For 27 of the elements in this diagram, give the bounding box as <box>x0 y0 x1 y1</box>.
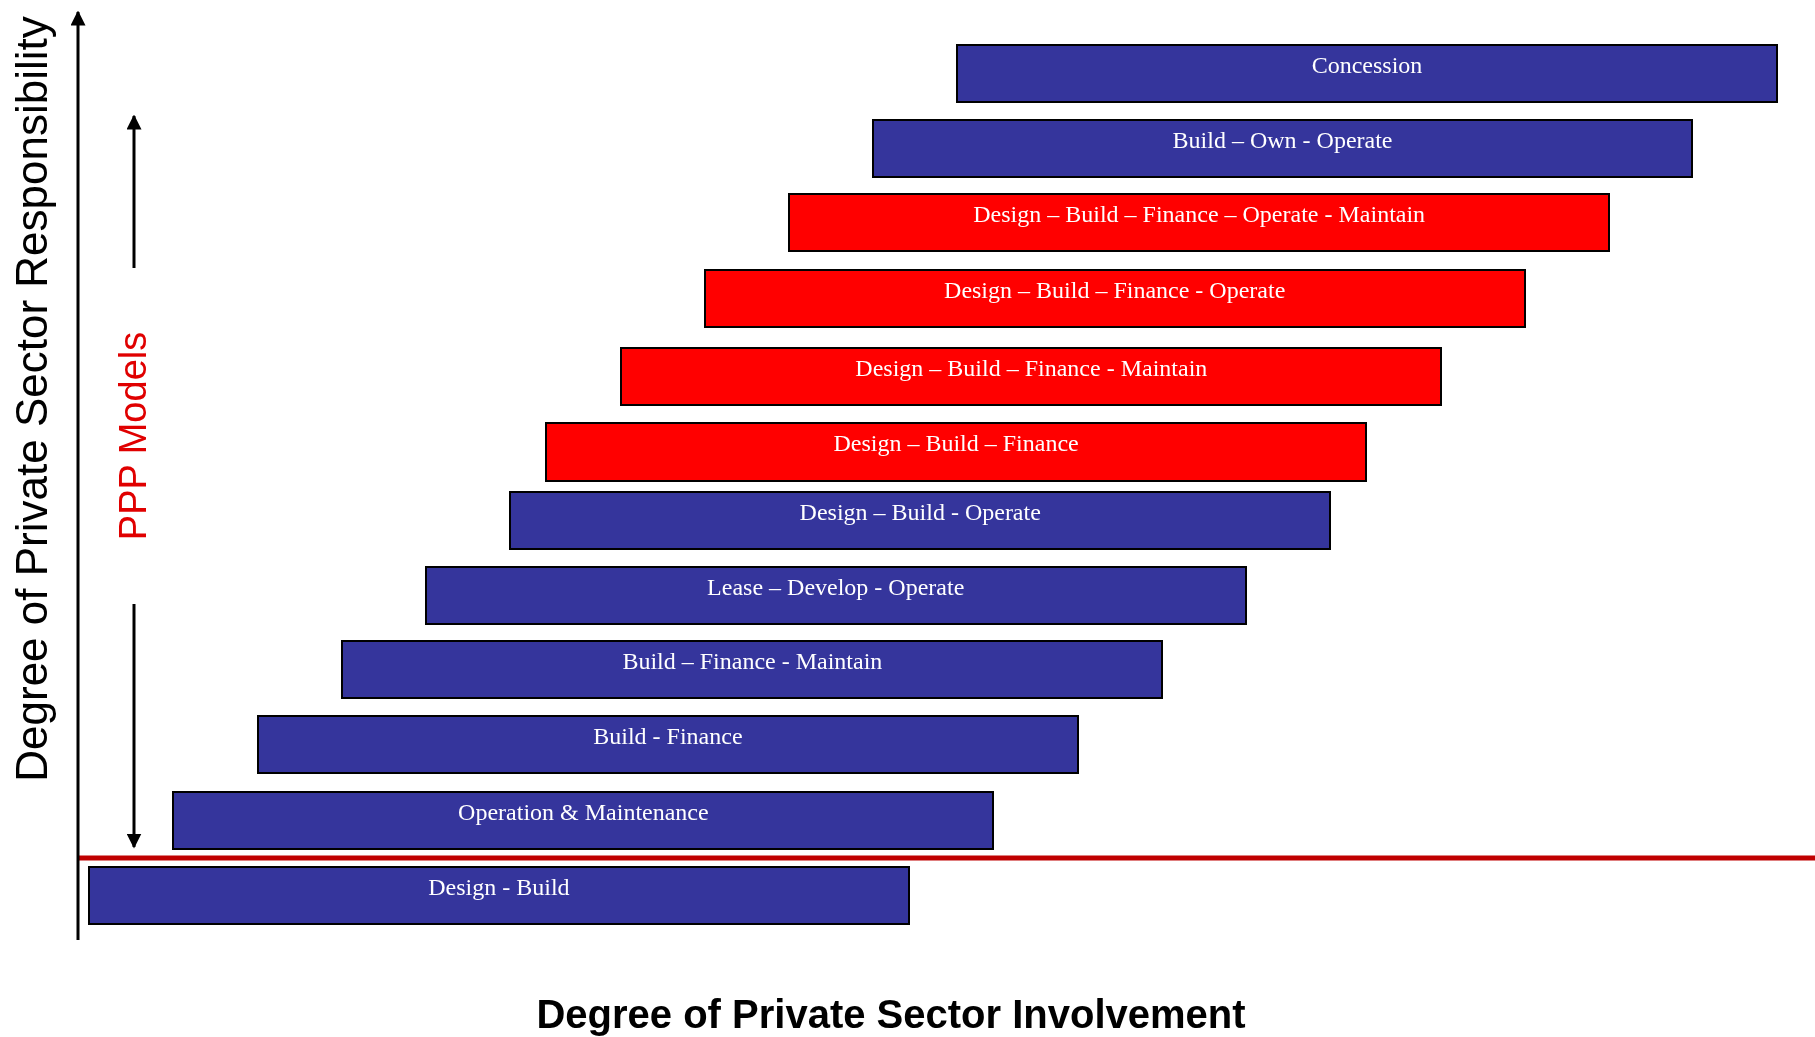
model-bar <box>87 865 910 925</box>
model-bar <box>788 193 1611 253</box>
model-bar <box>341 640 1164 700</box>
model-name: Concession <box>1311 52 1423 80</box>
model-name: Build – Own - Operate <box>1172 127 1393 156</box>
group-label: PPP Models <box>114 331 152 541</box>
model-bar <box>545 422 1367 482</box>
model-name: Design – Build – Finance - Maintain <box>855 355 1208 384</box>
model-name: Build - Finance <box>593 723 743 752</box>
model-name: Lease – Develop - Operate <box>707 574 965 602</box>
model-bar <box>956 44 1778 103</box>
model-bar <box>703 268 1526 328</box>
model-bar <box>424 566 1247 626</box>
model-bar <box>172 790 995 850</box>
model-name: Design - Build <box>428 873 570 902</box>
model-name: Build – Finance - Maintain <box>622 648 883 677</box>
model-name: Operation & Maintenance <box>458 798 709 827</box>
model-name: Design – Build – Finance – Operate - Maintain <box>973 201 1426 230</box>
model-name: Design – Build – Finance <box>833 430 1079 459</box>
model-bar <box>509 490 1332 550</box>
axis-title: Degree of Private Sector Involvement <box>536 994 1246 1034</box>
model-name: Design – Build – Finance - Operate <box>944 276 1286 305</box>
model-name: Design – Build - Operate <box>799 498 1041 527</box>
axis-title: Degree of Private Sector Responsibility <box>10 16 54 782</box>
model-bar <box>620 347 1443 407</box>
model-bar <box>256 715 1079 775</box>
model-bar <box>871 119 1694 179</box>
